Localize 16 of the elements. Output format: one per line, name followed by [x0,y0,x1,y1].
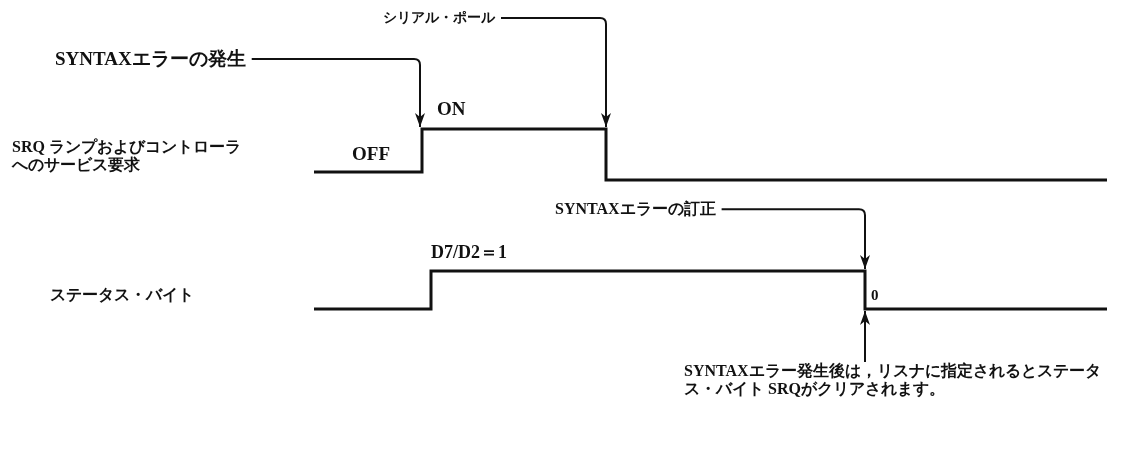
signal-name: SRQ ランプおよびコントローラへのサービス要求 [12,138,242,174]
annotation-text: SYNTAXエラーの発生 [55,48,246,70]
waveform [314,269,1107,311]
waveform [314,127,1107,182]
signal-name: ステータス・バイト [50,285,194,305]
annotation-text: SYNTAXエラーの訂正 [555,200,716,219]
leader-arrow [720,208,870,270]
leader-arrow [500,17,611,128]
leader-arrow [860,310,870,363]
annotation-text: シリアル・ポール [383,10,495,27]
state-label: ON [437,98,466,120]
state-label: 0 [871,287,879,304]
state-label: OFF [352,143,390,165]
state-label: D7/D2＝1 [431,241,507,264]
annotation-text: SYNTAXエラー発生後は，リスナに指定されるとステータス・バイト SRQがクリアされます。 [684,362,1124,399]
leader-arrow [250,57,425,128]
